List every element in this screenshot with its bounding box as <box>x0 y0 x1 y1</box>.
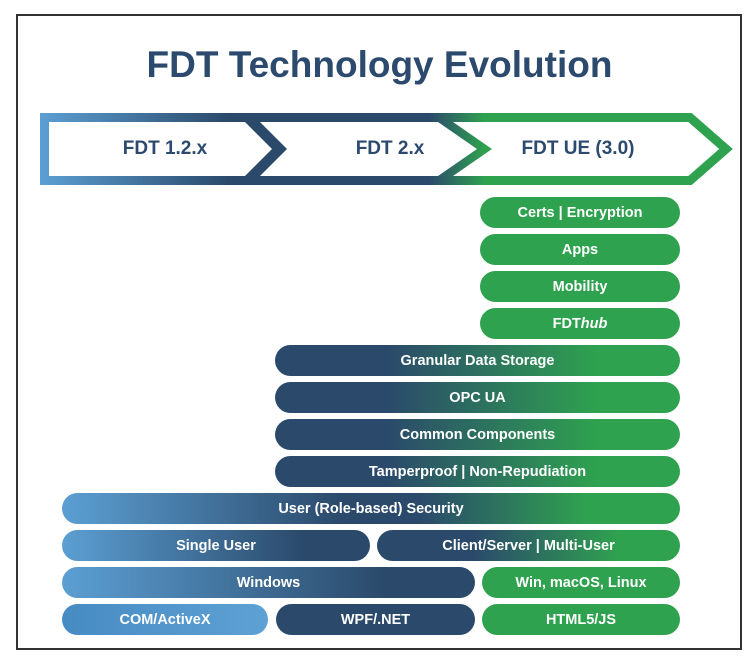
fdthub-italic: hub <box>580 315 608 332</box>
pill-granular-data-storage: Granular Data Storage <box>275 345 680 376</box>
pill-user-role-based-security: User (Role-based) Security <box>62 493 680 524</box>
pill-tamperproof-non-repudiation: Tamperproof | Non-Repudiation <box>275 456 680 487</box>
page-title: FDT Technology Evolution <box>146 44 613 85</box>
pill-common-components: Common Components <box>275 419 680 450</box>
pill-com-activex: COM/ActiveX <box>62 604 268 635</box>
timeline-segment-fdtue30: FDT UE (3.0) <box>521 138 635 159</box>
pill-single-user: Single User <box>62 530 370 561</box>
timeline-segment-fdt2x: FDT 2.x <box>355 138 425 159</box>
pill-win-macos-linux: Win, macOS, Linux <box>482 567 680 598</box>
pill-apps: Apps <box>480 234 680 265</box>
pill-wpf-dotnet: WPF/.NET <box>276 604 475 635</box>
pill-windows: Windows <box>62 567 475 598</box>
pill-opc-ua: OPC UA <box>275 382 680 413</box>
timeline-arrow-outline <box>40 113 733 185</box>
timeline-segment-fdt12x: FDT 1.2.x <box>122 138 208 159</box>
timeline-separator-1-chevron <box>245 122 287 176</box>
pill-client-server-multi-user: Client/Server | Multi-User <box>377 530 680 561</box>
timeline-chevron-band <box>40 113 733 185</box>
pill-mobility: Mobility <box>480 271 680 302</box>
pill-html5-js: HTML5/JS <box>482 604 680 635</box>
fdthub-prefix: FDT <box>552 315 581 332</box>
pill-certs-encryption: Certs | Encryption <box>480 197 680 228</box>
timeline-separator-2-chevron <box>438 122 492 176</box>
